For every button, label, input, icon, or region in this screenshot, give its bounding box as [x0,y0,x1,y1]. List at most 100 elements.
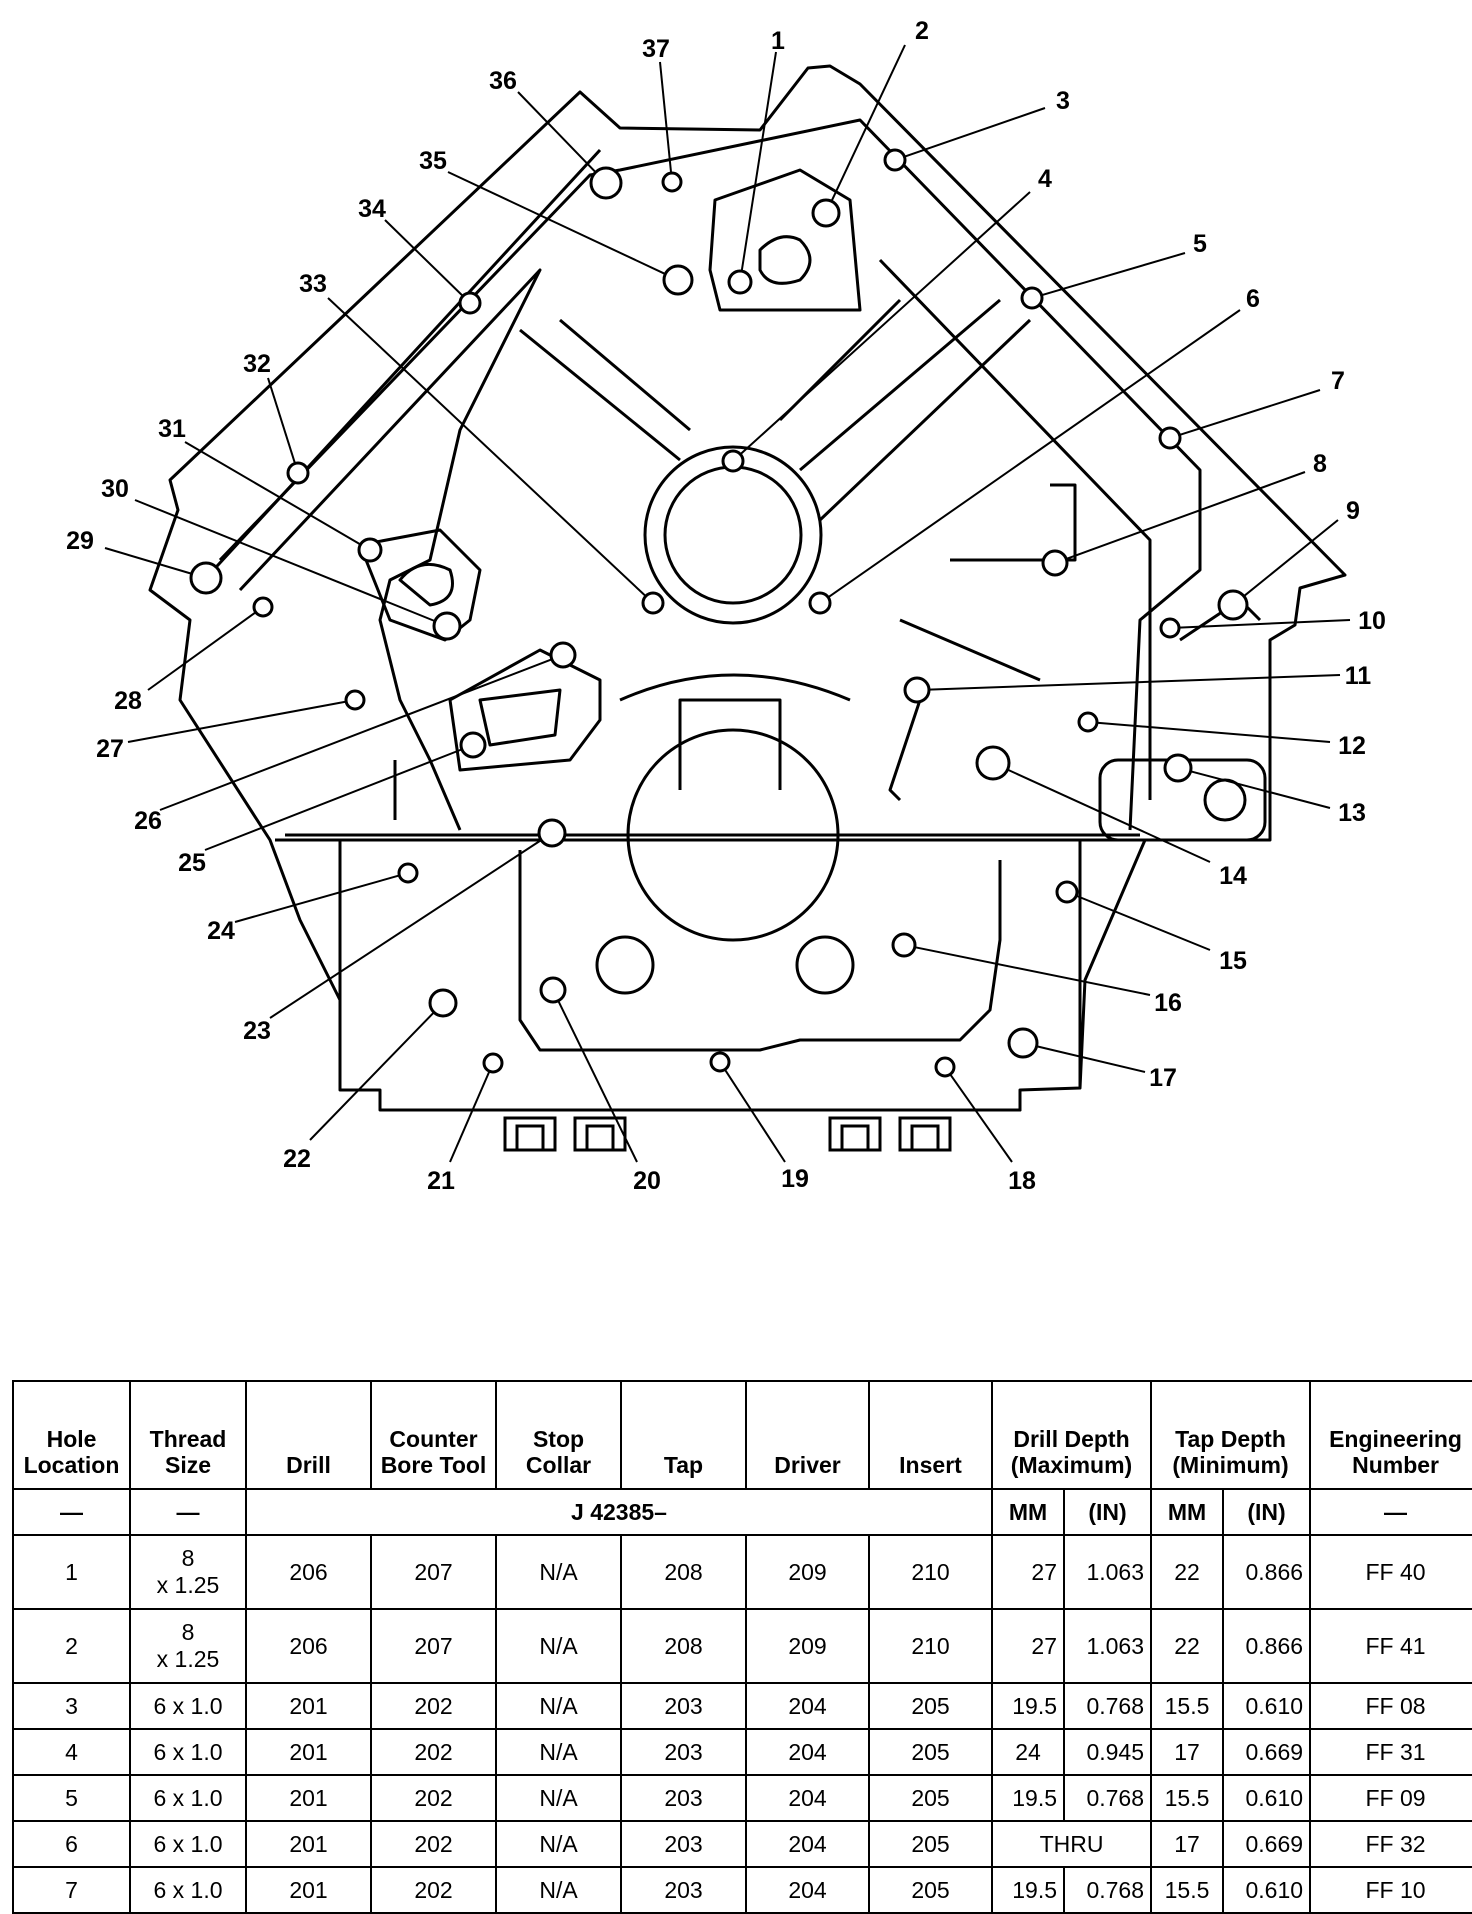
hole-26 [549,641,577,669]
cell-insert: 205 [868,1728,993,1776]
bolt-heads [503,1116,952,1152]
callout-20: 20 [633,1167,661,1195]
leader-13 [1190,770,1331,809]
cell-insert: 205 [868,1820,993,1868]
leader-5 [1041,252,1186,297]
cell-stop-collar: N/A [495,1682,622,1730]
callout-8: 8 [1313,450,1327,478]
hole-35 [662,264,694,296]
cell-engineering-number: FF 09 [1309,1774,1472,1822]
cell-drill-depth-mm: 27 [991,1534,1065,1610]
cell-tap-depth-mm: 15.5 [1150,1774,1225,1822]
leader-16 [914,946,1151,996]
callout-11: 11 [1345,662,1372,690]
cell-thread: 6 x 1.0 [129,1820,247,1868]
cell-thread: 6 x 1.0 [129,1774,247,1822]
cell-thread-line2: x 1.25 [156,1646,220,1672]
hole-16 [891,932,917,958]
leader-21 [449,1070,491,1163]
hole-12 [1077,711,1099,733]
leader-12 [1096,721,1331,743]
cell-engineering-number: FF 10 [1309,1866,1472,1914]
header-drill-depth: Drill Depth (Maximum) [990,1380,1153,1490]
cell-stop-collar: N/A [495,1534,622,1610]
callout-21: 21 [427,1167,455,1195]
cell-tap-depth-mm: 17 [1150,1820,1225,1868]
callout-35: 35 [419,147,447,175]
cell-tap-depth-mm: 22 [1150,1608,1225,1684]
cell-hole: 1 [12,1534,131,1610]
leader-10 [1178,619,1351,629]
leader-4 [739,191,1031,456]
cell-thread-line1: 8 [181,1545,195,1571]
leader-24 [234,874,400,923]
hole-27 [344,689,366,711]
cell-drill: 201 [245,1820,372,1868]
cell-stop-collar: N/A [495,1820,622,1868]
hole-6 [808,591,832,615]
hole-23 [537,818,567,848]
header-stop-collar: Stop Collar [495,1380,622,1490]
leader-3 [904,107,1046,158]
cell-drill: 201 [245,1866,372,1914]
hole-7 [1158,426,1182,450]
cell-drill-depth-mm: 24 [991,1728,1065,1776]
cell-tap-depth-mm: 22 [1150,1534,1225,1610]
callout-7: 7 [1331,367,1345,395]
cell-tap: 203 [620,1820,747,1868]
hole-22 [428,988,458,1018]
table-row: 6 6 x 1.0 201 202 N/A 203 204 205 THRU 1… [12,1820,1472,1868]
cell-tap-depth-in: 0.866 [1222,1608,1312,1684]
callout-1: 1 [771,27,785,55]
leader-23 [269,839,542,1019]
callout-23: 23 [243,1017,271,1045]
cell-driver: 204 [745,1682,870,1730]
cell-driver: 204 [745,1728,870,1776]
hole-17 [1007,1027,1039,1059]
leader-22 [309,1011,435,1141]
cell-hole: 5 [12,1774,131,1822]
cell-hole: 6 [12,1820,131,1868]
table-row: 4 6 x 1.0 201 202 N/A 203 204 205 24 0.9… [12,1728,1472,1776]
subheader-thread-dash: — [129,1488,247,1536]
cell-tap-depth-mm: 15.5 [1150,1866,1225,1914]
cell-counter-bore: 202 [370,1728,497,1776]
cell-drill-depth-in: 0.945 [1062,1728,1153,1776]
hole-1 [727,269,753,295]
leader-1 [740,51,777,272]
leader-11 [928,674,1341,691]
table-row: 3 6 x 1.0 201 202 N/A 203 204 205 19.5 0… [12,1682,1472,1730]
cell-stop-collar: N/A [495,1728,622,1776]
cell-engineering-number: FF 31 [1309,1728,1472,1776]
hole-25 [459,731,487,759]
callout-12: 12 [1338,732,1366,760]
cell-tap: 208 [620,1534,747,1610]
callout-16: 16 [1154,989,1182,1017]
cell-hole: 7 [12,1866,131,1914]
tool-specification-table: Hole Location Thread Size Drill Counter … [12,1380,1472,1914]
cell-drill: 201 [245,1774,372,1822]
cell-driver: 204 [745,1866,870,1914]
callout-24: 24 [207,917,235,945]
cell-drill: 201 [245,1728,372,1776]
cell-drill-depth-mm: 19.5 [991,1682,1065,1730]
subheader-tap-mm: MM [1150,1488,1225,1536]
callout-17: 17 [1149,1064,1177,1092]
cell-counter-bore: 207 [370,1534,497,1610]
hole-20 [539,976,567,1004]
cell-drill-depth-in: 1.063 [1062,1608,1153,1684]
leader-35 [447,171,666,275]
subheader-drill-mm: MM [991,1488,1065,1536]
header-hole-location: Hole Location [12,1380,131,1490]
cell-thread: 6 x 1.0 [129,1682,247,1730]
cell-driver: 204 [745,1774,870,1822]
cell-engineering-number: FF 08 [1309,1682,1472,1730]
hole-2 [811,198,841,228]
callout-3: 3 [1056,87,1070,115]
cell-tap-depth-in: 0.610 [1222,1866,1312,1914]
leader-33 [327,297,647,597]
cell-drill-depth-in: 1.063 [1062,1534,1153,1610]
cell-drill-depth-mm: 19.5 [991,1774,1065,1822]
